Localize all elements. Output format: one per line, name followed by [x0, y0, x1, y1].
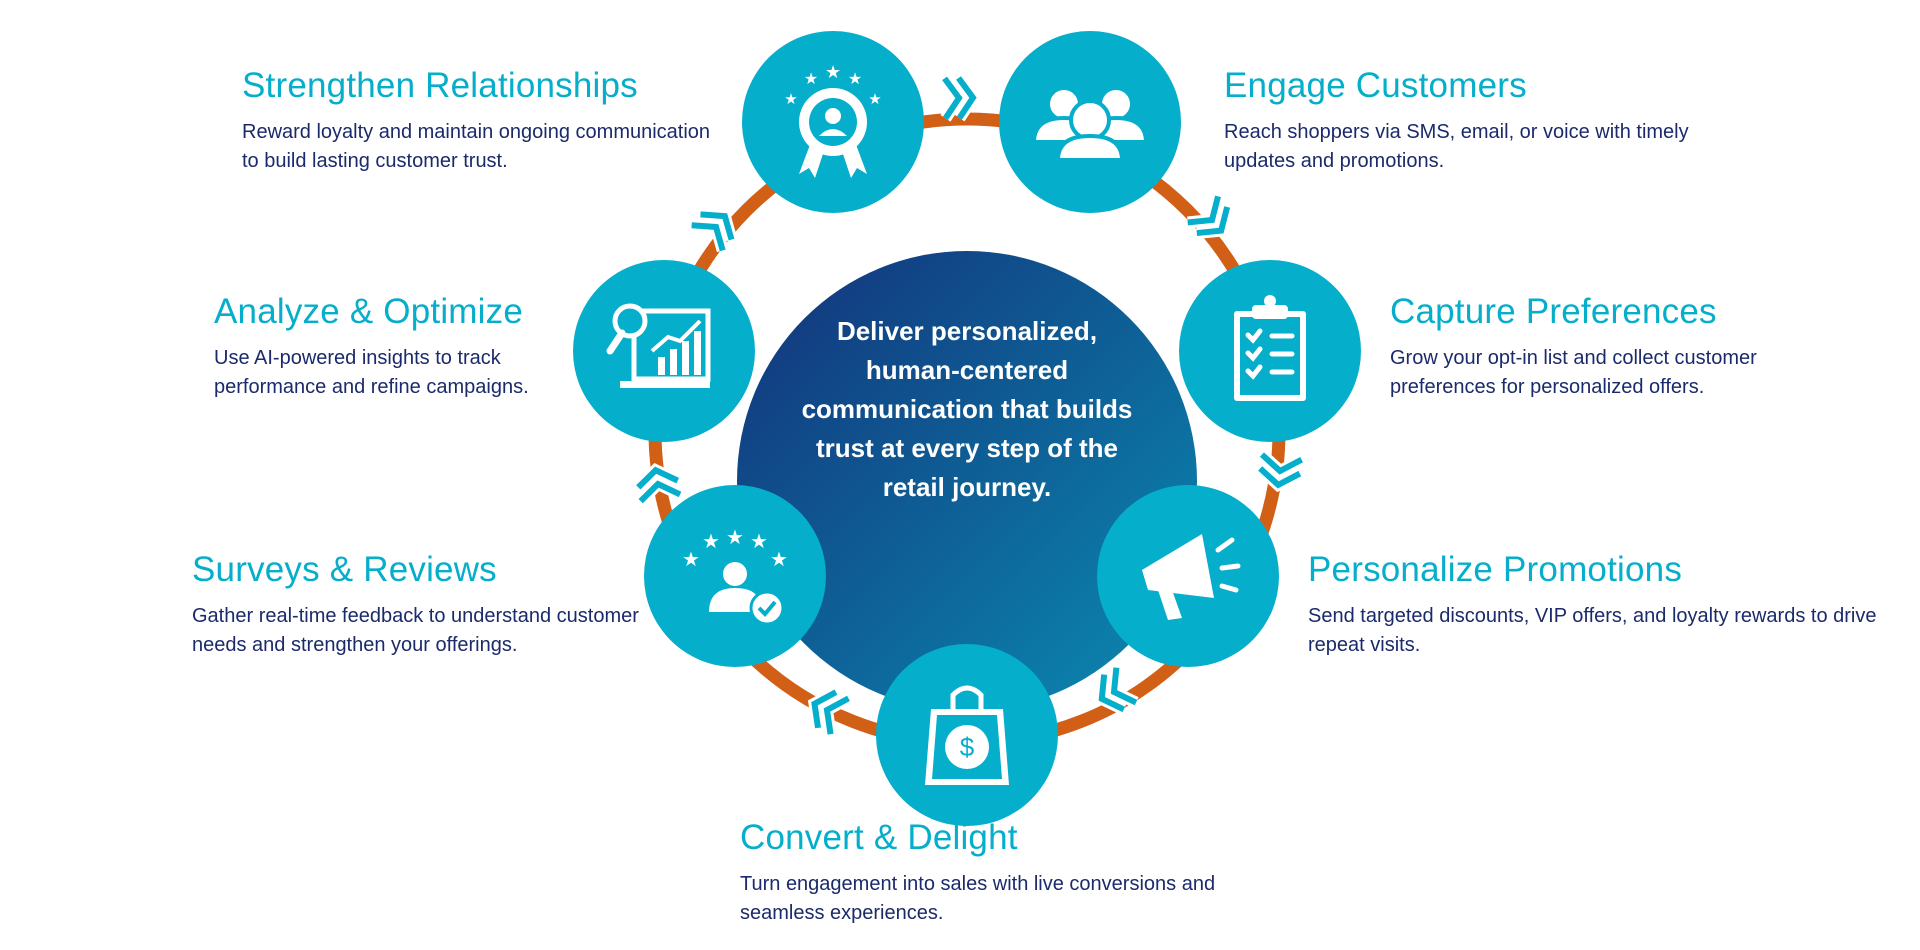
center-circle — [737, 251, 1197, 711]
step-strengthen-relationships: Strengthen Relationships Reward loyalty … — [242, 66, 722, 176]
step-description: Grow your opt-in list and collect custom… — [1390, 347, 1757, 398]
svg-text:★: ★ — [750, 531, 768, 553]
svg-text:★: ★ — [784, 91, 797, 108]
chevron-arrow-icon — [1187, 194, 1233, 240]
step-description: Send targeted discounts, VIP offers, and… — [1308, 605, 1877, 656]
analytics-monitor-icon — [606, 303, 711, 388]
step-description: Reward loyalty and maintain ongoing comm… — [242, 121, 711, 172]
award-badge-icon: ★ ★ ★ ★ ★ — [784, 62, 882, 178]
svg-text:★: ★ — [804, 71, 818, 88]
clipboard-checklist-icon — [1234, 295, 1306, 401]
step-circle-personalize — [1097, 485, 1279, 667]
chevron-arrow-icon — [1095, 667, 1139, 715]
step-convert-delight: Convert & Delight Turn engagement into s… — [740, 818, 1240, 928]
step-title: Analyze & Optimize — [214, 292, 523, 331]
center-message: Deliver personalized, human-centered com… — [801, 316, 1133, 502]
step-title: Strengthen Relationships — [242, 66, 638, 105]
svg-text:★: ★ — [682, 549, 700, 571]
step-description: Gather real-time feedback to understand … — [192, 605, 639, 656]
svg-text:★: ★ — [770, 549, 788, 571]
step-circle-analyze — [573, 260, 755, 442]
step-surveys-reviews: Surveys & Reviews Gather real-time feedb… — [192, 550, 672, 660]
step-engage-customers: Engage Customers Reach shoppers via SMS,… — [1224, 66, 1754, 176]
step-circle-convert: $ — [876, 644, 1058, 826]
chevron-arrow-icon — [1256, 450, 1305, 493]
step-title: Surveys & Reviews — [192, 550, 497, 589]
svg-text:★: ★ — [825, 62, 841, 82]
step-title: Capture Preferences — [1390, 292, 1717, 331]
step-description: Turn engagement into sales with live con… — [740, 873, 1216, 924]
rating-person-check-icon: ★ ★ ★ ★ ★ — [682, 527, 788, 626]
step-circle-surveys: ★ ★ ★ ★ ★ — [644, 485, 826, 667]
step-circle-strengthen: ★ ★ ★ ★ ★ — [742, 31, 924, 213]
step-description: Use AI-powered insights to track perform… — [214, 347, 529, 398]
megaphone-icon — [1142, 534, 1241, 620]
step-description: Reach shoppers via SMS, email, or voice … — [1224, 121, 1689, 172]
step-personalize-promotions: Personalize Promotions Send targeted dis… — [1308, 550, 1888, 660]
step-capture-preferences: Capture Preferences Grow your opt-in lis… — [1390, 292, 1830, 402]
step-title: Convert & Delight — [740, 818, 1018, 857]
svg-text:★: ★ — [848, 71, 862, 88]
svg-text:★: ★ — [868, 91, 881, 108]
step-analyze-optimize: Analyze & Optimize Use AI-powered insigh… — [214, 292, 584, 402]
svg-text:$: $ — [960, 732, 975, 762]
chevron-arrow-icon — [939, 74, 981, 122]
svg-text:★: ★ — [702, 531, 720, 553]
chevron-arrow-icon — [807, 686, 852, 736]
chevron-arrow-icon — [691, 208, 738, 253]
svg-text:★: ★ — [726, 527, 744, 549]
step-circle-engage — [999, 31, 1181, 213]
chevron-arrow-icon — [634, 462, 683, 506]
chevron-arrows — [634, 74, 1305, 736]
step-title: Engage Customers — [1224, 66, 1527, 105]
step-circle-capture — [1179, 260, 1361, 442]
shopping-bag-dollar-icon: $ — [925, 685, 1009, 785]
step-title: Personalize Promotions — [1308, 550, 1683, 589]
people-group-icon — [1031, 86, 1149, 162]
